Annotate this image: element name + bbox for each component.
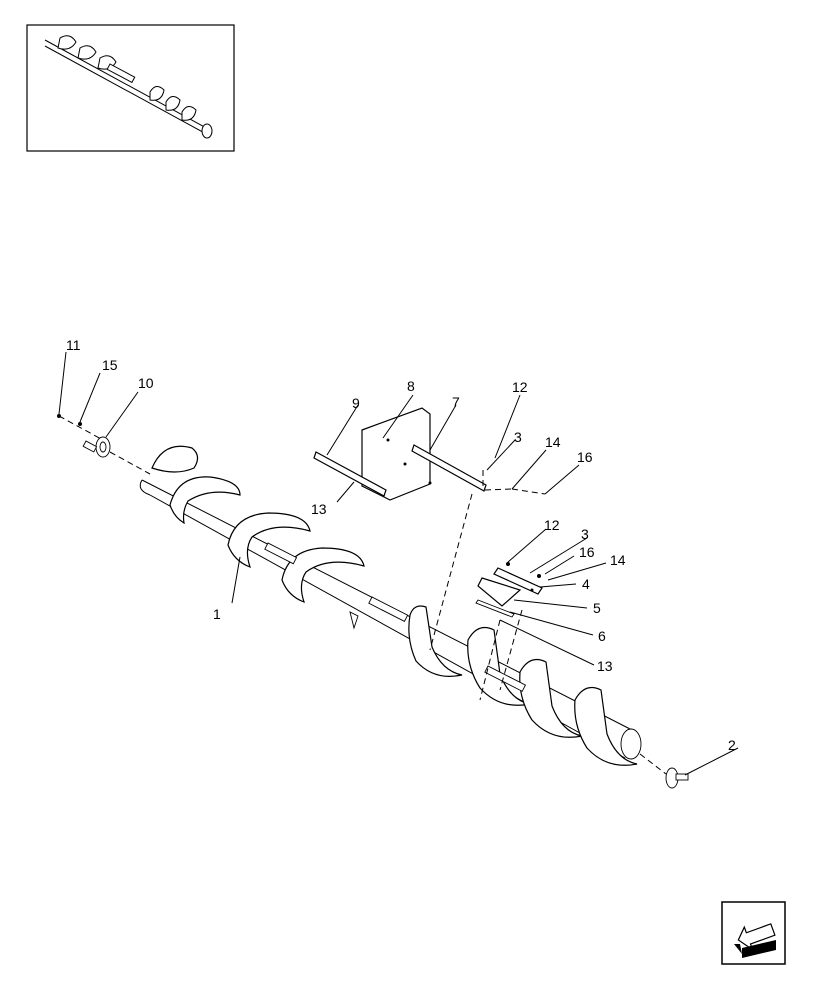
back-arrow-button[interactable] xyxy=(721,901,786,965)
callout-3-lower: 3 xyxy=(581,526,589,542)
auger-flights-left xyxy=(151,445,409,630)
overview-thumbnail xyxy=(26,24,235,152)
lower-bracket-assembly xyxy=(475,562,543,701)
callout-7: 7 xyxy=(452,394,460,410)
callout-1: 1 xyxy=(213,606,221,622)
callout-14-lower: 14 xyxy=(610,552,626,568)
callout-2: 2 xyxy=(728,737,736,753)
callout-5: 5 xyxy=(593,600,601,616)
callout-4: 4 xyxy=(582,576,590,592)
callout-6: 6 xyxy=(598,628,606,644)
callout-13-upper: 13 xyxy=(311,501,327,517)
callout-9: 9 xyxy=(352,395,360,411)
callout-labels: 11 15 10 1 2 9 8 7 13 12 3 14 16 12 3 16… xyxy=(66,337,736,753)
callout-8: 8 xyxy=(407,378,415,394)
callout-3-upper: 3 xyxy=(514,429,522,445)
callout-13-lower: 13 xyxy=(597,658,613,674)
upper-bracket-assembly xyxy=(313,407,546,651)
back-arrow-icon xyxy=(734,923,776,958)
callout-12-lower: 12 xyxy=(544,517,560,533)
leader-lines xyxy=(58,351,739,776)
auger-flights-right xyxy=(408,605,638,766)
callout-15: 15 xyxy=(102,357,118,373)
auger-exploded-diagram: 11 15 10 1 2 9 8 7 13 12 3 14 16 12 3 16… xyxy=(57,337,739,789)
left-end-flange xyxy=(57,414,151,475)
callout-16-lower: 16 xyxy=(579,544,595,560)
callout-11: 11 xyxy=(66,337,81,353)
right-end-stub-shaft xyxy=(639,753,689,789)
callout-14-upper: 14 xyxy=(545,434,561,450)
callout-10: 10 xyxy=(138,375,154,391)
callout-16-upper: 16 xyxy=(577,449,593,465)
callout-12-upper: 12 xyxy=(512,379,528,395)
auger-thumbnail-icon xyxy=(44,35,213,139)
